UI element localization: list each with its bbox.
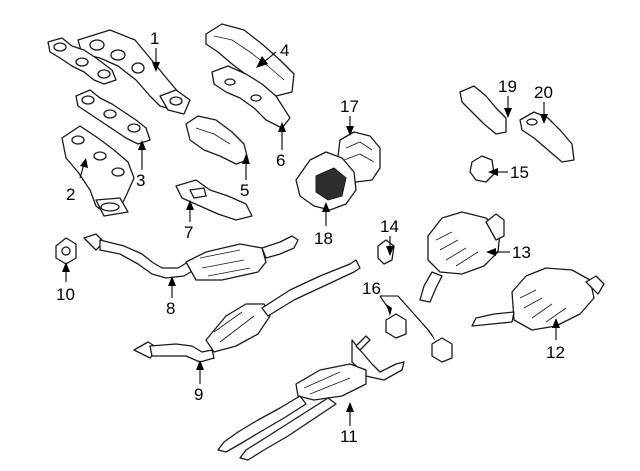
callout-4: 4 bbox=[280, 41, 289, 60]
callout-3: 3 bbox=[136, 171, 145, 190]
part-15-hanger bbox=[469, 155, 495, 183]
callout-13: 13 bbox=[512, 243, 531, 262]
callout-2: 2 bbox=[66, 185, 75, 204]
part-13-rear-muffler bbox=[419, 211, 505, 303]
part-5-heat-shield bbox=[185, 115, 249, 165]
callout-20: 20 bbox=[534, 83, 553, 102]
leader-lines bbox=[62, 48, 560, 426]
callout-10: 10 bbox=[56, 285, 75, 304]
part-19-heat-shield bbox=[459, 85, 507, 135]
part-10-gasket bbox=[55, 237, 77, 265]
callout-6: 6 bbox=[276, 151, 285, 170]
part-3-manifold-gasket bbox=[75, 89, 151, 145]
part-12-rear-muffler bbox=[471, 267, 605, 331]
part-16-clamps bbox=[385, 313, 453, 363]
part-7-bracket bbox=[175, 179, 253, 221]
callout-9: 9 bbox=[194, 385, 203, 404]
part-1-exhaust-manifold bbox=[77, 29, 191, 115]
part-2-exhaust-manifold bbox=[61, 125, 135, 217]
callout-labels: 1 2 3 4 5 6 7 8 9 10 11 12 13 14 15 16 1… bbox=[56, 29, 565, 446]
part-11-center-pipes bbox=[217, 335, 405, 461]
part-14-clamp bbox=[377, 239, 395, 265]
callout-5: 5 bbox=[240, 181, 249, 200]
callout-12: 12 bbox=[546, 343, 565, 362]
part-8-front-pipe-converter bbox=[83, 233, 299, 281]
callout-8: 8 bbox=[166, 299, 175, 318]
callout-18: 18 bbox=[314, 229, 333, 248]
callout-7: 7 bbox=[184, 223, 193, 242]
part-18-heat-shield bbox=[295, 151, 357, 211]
callout-14: 14 bbox=[380, 217, 399, 236]
callout-19: 19 bbox=[498, 77, 517, 96]
part-gasket-upper bbox=[47, 37, 117, 85]
callout-1: 1 bbox=[150, 29, 159, 48]
part-20-heat-shield bbox=[519, 111, 575, 163]
callout-15: 15 bbox=[510, 163, 529, 182]
part-4-heat-shield bbox=[205, 23, 295, 97]
part-9-front-pipe-converter bbox=[133, 259, 361, 363]
callout-17: 17 bbox=[340, 97, 359, 116]
callout-11: 11 bbox=[340, 427, 358, 446]
callout-16: 16 bbox=[362, 279, 381, 298]
